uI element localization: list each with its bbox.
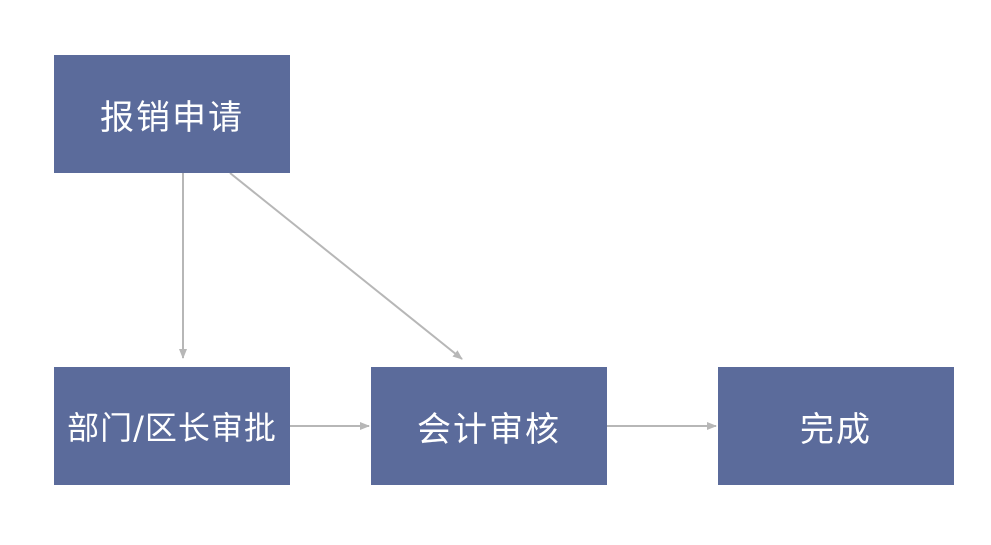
node-accounting-review-label: 会计审核 xyxy=(417,409,561,450)
node-expense-application-label: 报销申请 xyxy=(100,97,244,138)
edge-apply-to-account xyxy=(229,172,463,360)
node-department-approval: 部门/区长审批 xyxy=(54,367,290,485)
node-complete: 完成 xyxy=(718,367,954,485)
node-accounting-review: 会计审核 xyxy=(371,367,607,485)
node-complete-label: 完成 xyxy=(800,409,872,450)
node-expense-application: 报销申请 xyxy=(54,55,290,173)
node-department-approval-label: 部门/区长审批 xyxy=(67,409,277,447)
